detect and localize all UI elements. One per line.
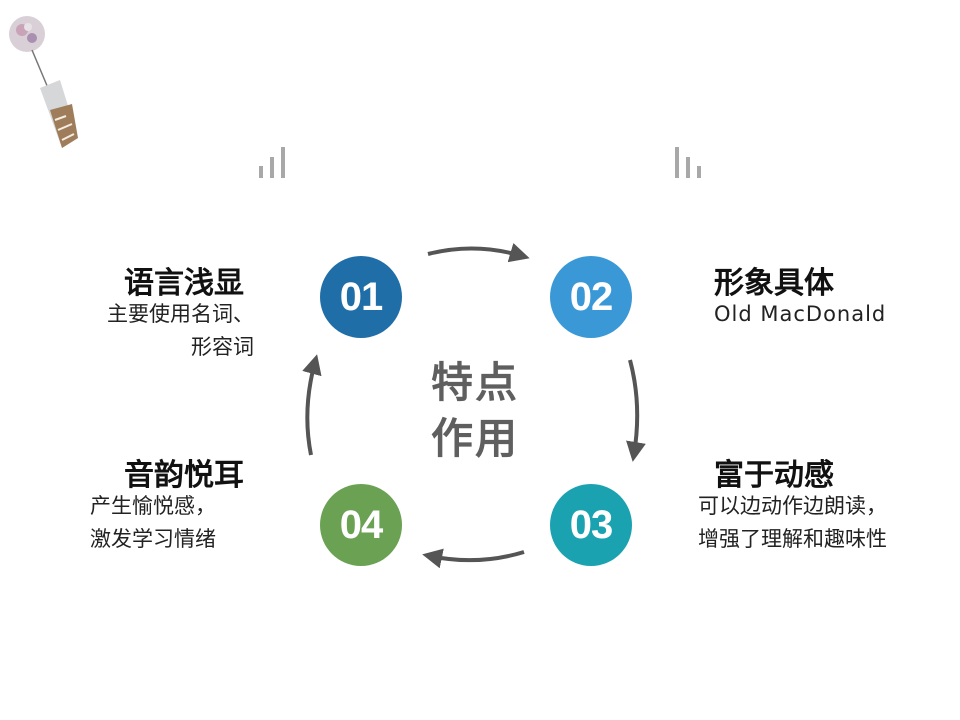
item-03-heading: 富于动感 <box>714 458 834 493</box>
item-01-desc-line2: 形容词 <box>191 335 254 359</box>
center-title-line2: 作用 <box>430 414 519 463</box>
item-03-description: 可以边动作边朗读， 增强了理解和趣味性 <box>698 490 887 556</box>
arrow-right <box>626 359 646 462</box>
item-01-heading: 语言浅显 <box>124 266 244 301</box>
item-04-description: 产生愉悦感， 激发学习情绪 <box>90 490 216 556</box>
item-01-desc-line1: 主要使用名词、 <box>107 302 254 326</box>
wind-chime-icon <box>9 16 78 148</box>
bar-chart-icon <box>675 147 701 178</box>
circle-04: 04 <box>320 484 402 566</box>
item-04-heading: 音韵悦耳 <box>124 458 244 493</box>
circle-01: 01 <box>320 256 402 338</box>
item-01-description: 主要使用名词、 形容词 <box>107 298 254 364</box>
center-title: 特点 作用 <box>415 355 535 467</box>
circle-02: 02 <box>550 256 632 338</box>
bar-chart-icon <box>259 147 285 178</box>
arrow-top <box>427 242 530 263</box>
item-03-desc-line1: 可以边动作边朗读， <box>698 494 887 518</box>
item-02-desc-line1: Old MacDonald <box>714 302 887 326</box>
center-title-line1: 特点 <box>430 358 519 407</box>
item-02-heading: 形象具体 <box>714 266 834 301</box>
circle-number: 02 <box>569 274 613 319</box>
circle-03: 03 <box>550 484 632 566</box>
item-04-desc-line1: 产生愉悦感， <box>90 494 216 518</box>
arrow-left <box>302 354 322 456</box>
arrow-bottom <box>422 548 525 569</box>
item-03-desc-line2: 增强了理解和趣味性 <box>698 527 887 551</box>
item-04-desc-line2: 激发学习情绪 <box>90 527 216 551</box>
circle-number: 01 <box>339 274 383 319</box>
circle-number: 04 <box>339 502 383 547</box>
circle-number: 03 <box>569 502 613 547</box>
item-02-description: Old MacDonald <box>714 298 886 331</box>
